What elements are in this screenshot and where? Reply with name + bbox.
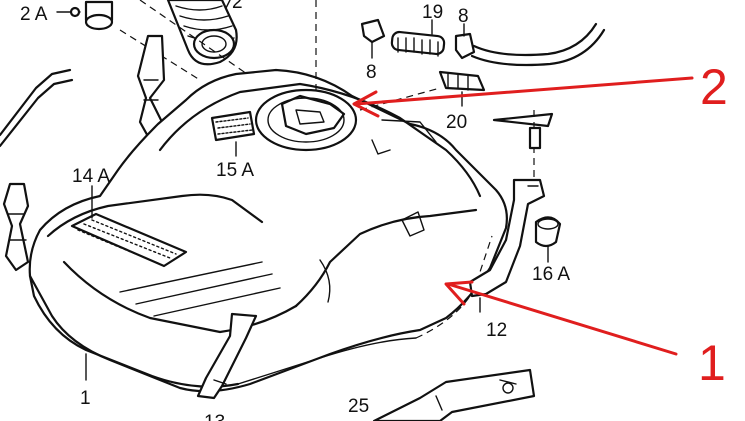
strap-13 xyxy=(196,312,258,400)
fuel-pump-flange xyxy=(254,0,358,152)
filler-neck-drawing xyxy=(119,0,251,81)
part-2a-drawing xyxy=(56,0,114,31)
label-19: 19 xyxy=(422,2,443,23)
label-16a: 16 A xyxy=(532,264,570,285)
label-12: 12 xyxy=(486,320,507,341)
label-8-left: 8 xyxy=(366,62,377,83)
label-20: 20 xyxy=(446,112,467,133)
strap-12 xyxy=(468,178,546,313)
annotation-1: 1 xyxy=(698,335,726,391)
left-bracket-lower xyxy=(2,182,30,272)
label-1: 1 xyxy=(80,388,91,409)
red-arrow-2 xyxy=(352,76,694,118)
label-13: 13 xyxy=(204,412,225,421)
pad-15a xyxy=(210,110,256,142)
label-2a: 2 A xyxy=(20,4,48,25)
annotation-2: 2 xyxy=(700,59,728,115)
label-2: 2 xyxy=(232,0,243,13)
bracket-25 xyxy=(372,368,536,421)
connector-20 xyxy=(359,70,486,111)
grommet-16a xyxy=(534,216,562,263)
red-arrow-1 xyxy=(444,280,678,356)
leader-lines xyxy=(85,0,237,381)
label-14a: 14 A xyxy=(72,166,110,187)
fuel-tank-body xyxy=(28,68,508,393)
label-8-right: 8 xyxy=(458,6,469,27)
label-25: 25 xyxy=(348,396,369,417)
label-15a: 15 A xyxy=(216,160,254,181)
pad-14a xyxy=(70,185,188,268)
hose-19 xyxy=(360,18,606,67)
vent-pipe-drawing xyxy=(0,68,74,148)
